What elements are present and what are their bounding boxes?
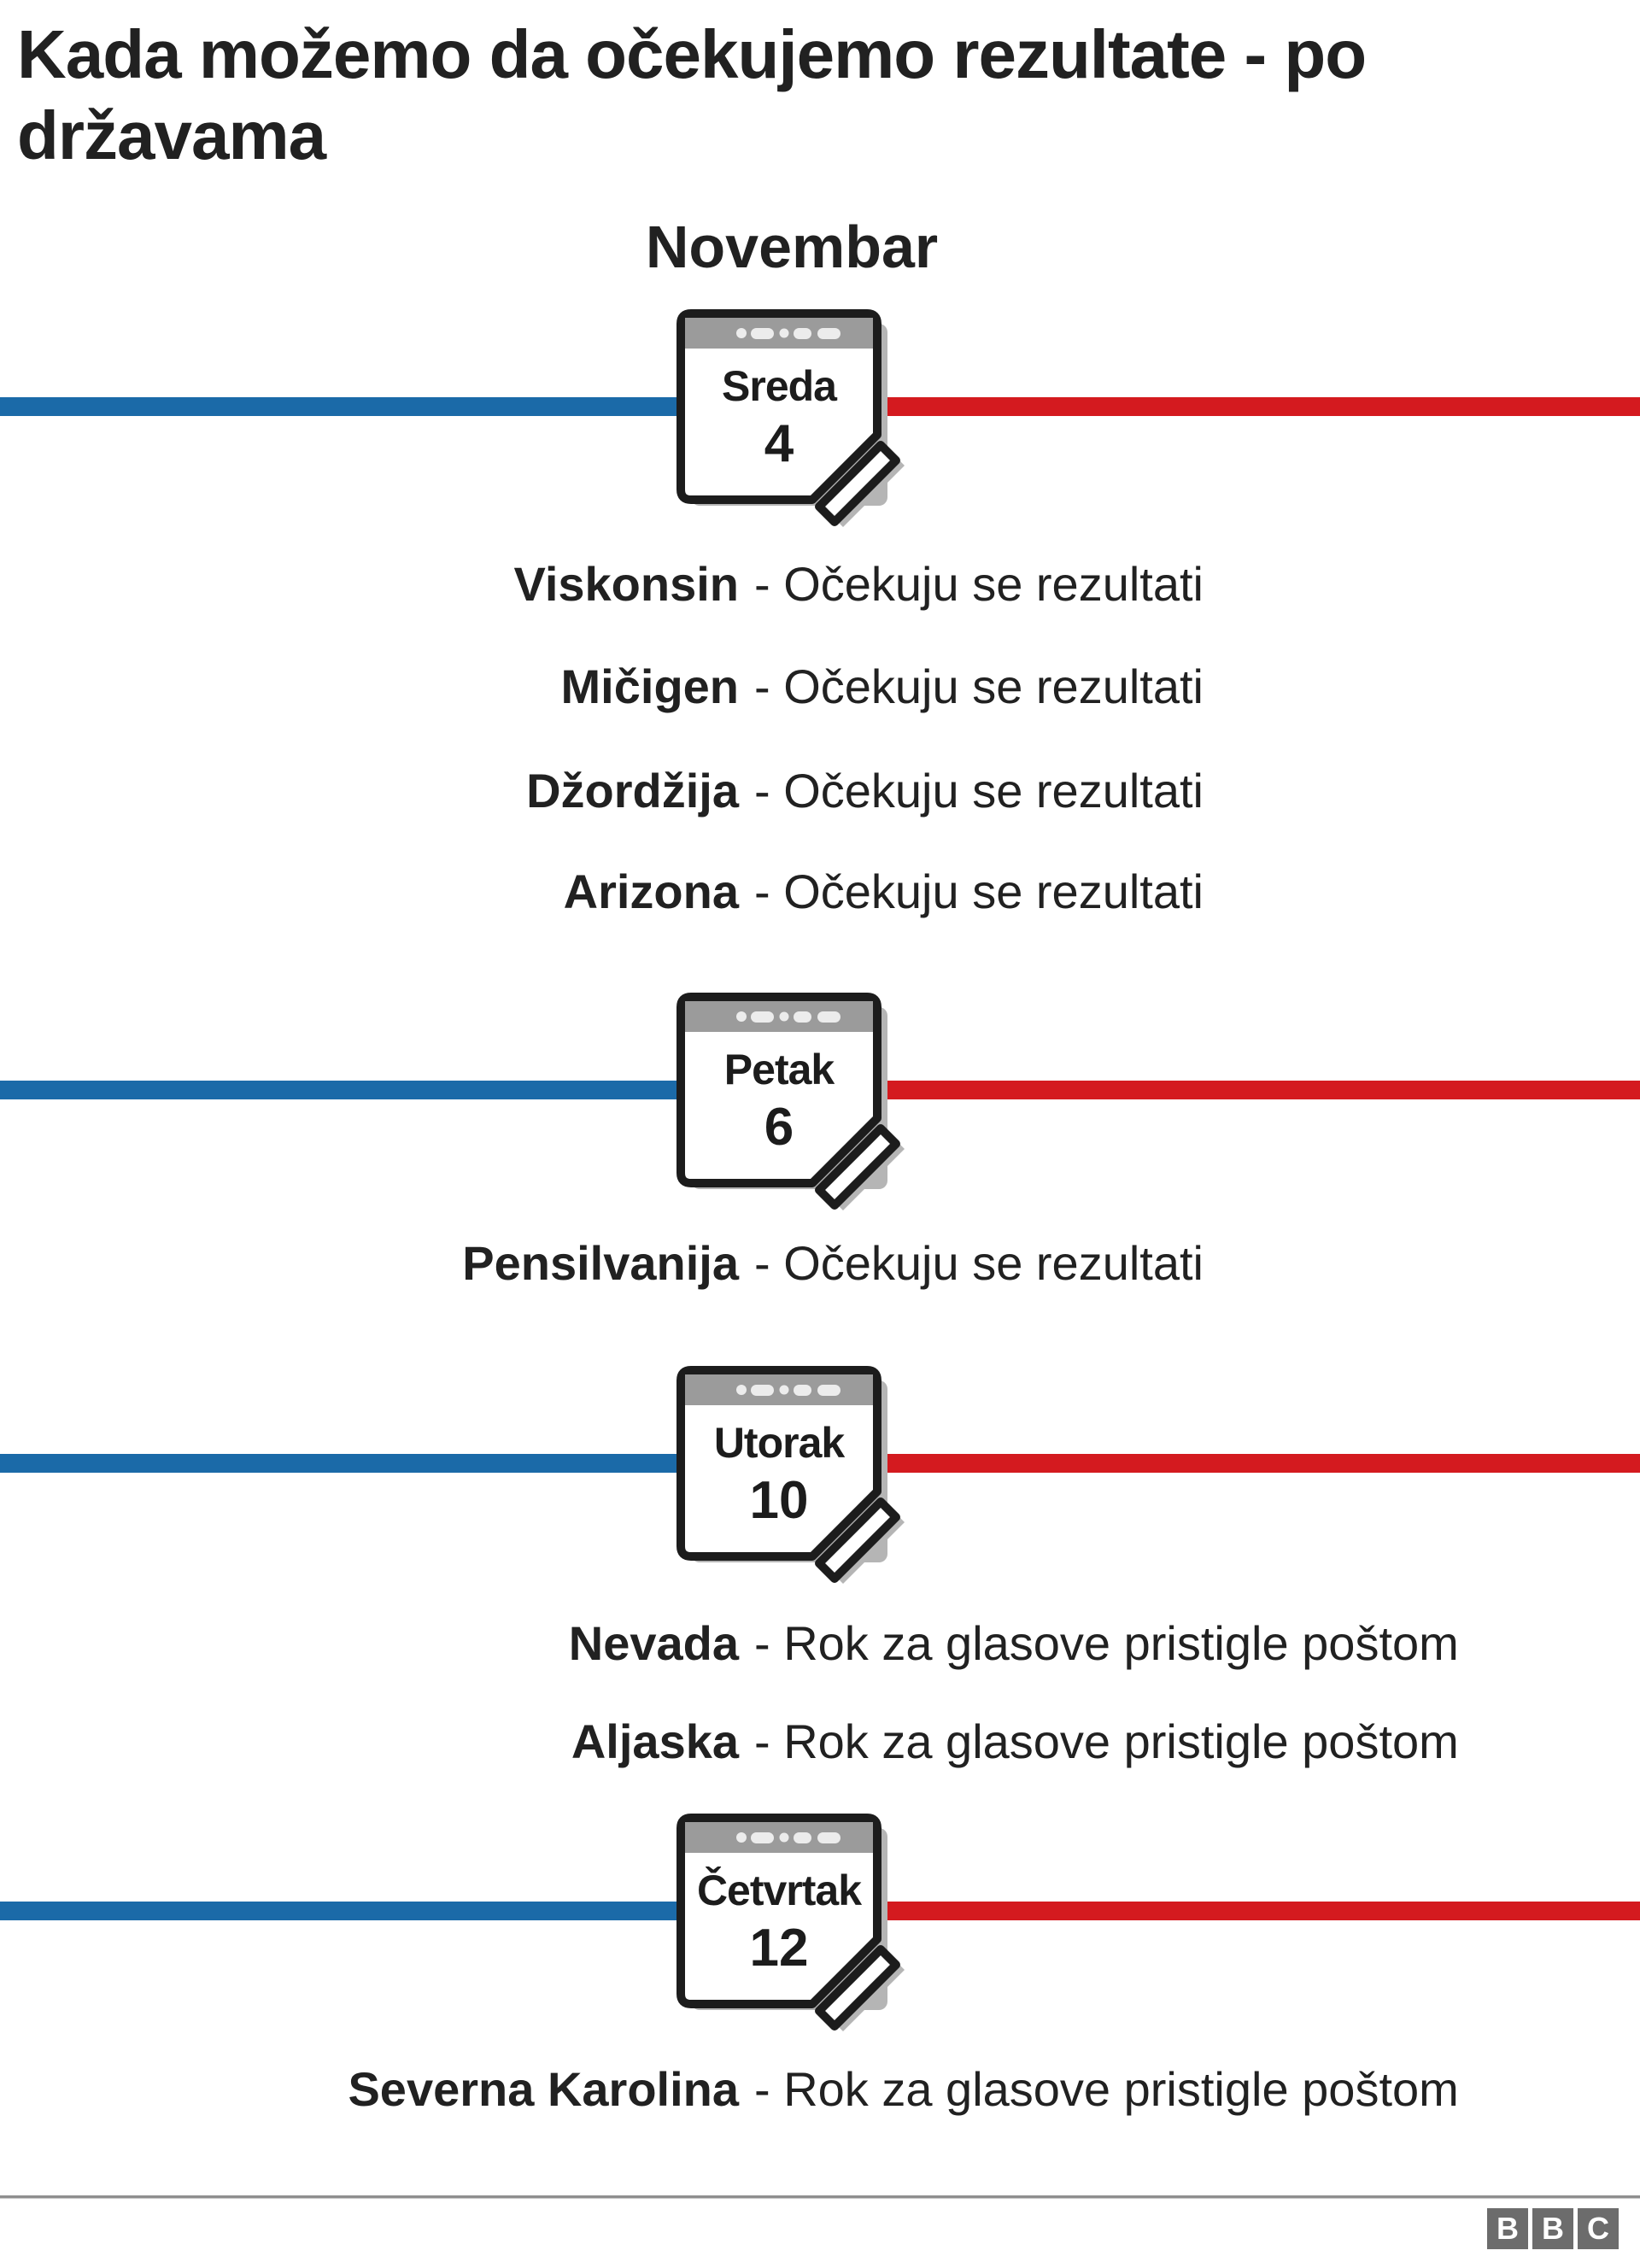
state-note: - Rok za glasove pristigle poštom <box>754 2062 1459 2116</box>
state-note: - Očekuju se rezultati <box>754 1236 1204 1290</box>
calendar-day-label: Utorak <box>713 1419 845 1467</box>
calendar-binding-dots <box>736 1385 840 1396</box>
state-name: Džordžija <box>526 764 739 818</box>
calendar-day-label: Petak <box>723 1046 835 1093</box>
state-name: Mičigen <box>560 659 739 713</box>
table-row: Nevada - Rok za glasove pristigle poštom <box>0 1617 1640 1670</box>
bbc-logo-square: C <box>1578 2208 1619 2249</box>
calendar-day-label: Četvrtak <box>696 1867 862 1914</box>
calendar-binding-dots <box>736 1011 840 1023</box>
timeline-red-bar <box>779 1454 1640 1473</box>
state-name: Severna Karolina <box>348 2062 739 2116</box>
table-row: Severna Karolina - Rok za glasove pristi… <box>0 2063 1640 2116</box>
state-name: Arizona <box>563 864 739 918</box>
calendar-page <box>676 1814 882 2008</box>
calendar-fold-icon <box>815 1124 900 1210</box>
calendar-header-bar <box>685 1822 873 1853</box>
calendar-svg <box>676 993 905 1210</box>
calendar-header-bar <box>685 1001 873 1032</box>
calendar-fold-icon <box>815 1945 900 2031</box>
timeline-blue-bar <box>0 1081 779 1099</box>
state-note: - Rok za glasove pristigle poštom <box>754 1714 1459 1768</box>
page-title: Kada možemo da očekujemo rezultate - po … <box>17 16 1367 173</box>
calendar-fold-icon <box>815 441 900 526</box>
table-row: Džordžija - Očekuju se rezultati <box>0 765 1640 818</box>
calendar-date-number: 4 <box>764 414 794 473</box>
calendar-page <box>676 993 882 1187</box>
footer-divider <box>0 2195 1640 2199</box>
table-row: Aljaska - Rok za glasove pristigle pošto… <box>0 1715 1640 1768</box>
calendar-binding-dots <box>736 328 840 339</box>
state-name: Nevada <box>568 1616 739 1670</box>
calendar-day-label: Sreda <box>722 362 837 410</box>
state-note: - Očekuju se rezultati <box>754 659 1204 713</box>
timeline-red-bar <box>779 1902 1640 1920</box>
calendar-page <box>676 1366 882 1561</box>
calendar-page <box>676 309 882 504</box>
timeline-blue-bar <box>0 1454 779 1473</box>
calendar-date-number: 12 <box>749 1919 809 1978</box>
timeline-blue-bar <box>0 397 779 416</box>
calendar-date-number: 6 <box>764 1098 794 1157</box>
timeline-red-bar <box>779 1081 1640 1099</box>
bbc-logo-square: B <box>1532 2208 1573 2249</box>
state-note: - Rok za glasove pristigle poštom <box>754 1616 1459 1670</box>
bbc-logo-square: B <box>1487 2208 1528 2249</box>
table-row: Pensilvanija - Očekuju se rezultati <box>0 1237 1640 1290</box>
calendar-svg <box>676 309 905 527</box>
calendar-icon: Sreda 4 <box>671 302 910 541</box>
timeline-blue-bar <box>0 1902 779 1920</box>
calendar-icon: Petak 6 <box>671 985 910 1224</box>
state-note: - Očekuju se rezultati <box>754 557 1204 611</box>
state-note: - Očekuju se rezultati <box>754 764 1204 818</box>
state-name: Aljaska <box>571 1714 739 1768</box>
table-row: Arizona - Očekuju se rezultati <box>0 865 1640 918</box>
calendar-svg <box>676 1814 905 2031</box>
timeline-red-bar <box>779 397 1640 416</box>
bbc-logo: B B C <box>1487 2208 1619 2249</box>
calendar-header-bar <box>685 318 873 349</box>
calendar-icon: Utorak 10 <box>671 1358 910 1597</box>
state-name: Viskonsin <box>513 557 739 611</box>
table-row: Viskonsin - Očekuju se rezultati <box>0 558 1640 611</box>
calendar-fold-icon <box>815 1497 900 1583</box>
calendar-svg <box>676 1366 905 1584</box>
state-name: Pensilvanija <box>462 1236 739 1290</box>
month-label: Novembar <box>645 214 939 280</box>
calendar-binding-dots <box>736 1832 840 1843</box>
calendar-header-bar <box>685 1374 873 1405</box>
state-note: - Očekuju se rezultati <box>754 864 1204 918</box>
calendar-date-number: 10 <box>749 1471 809 1530</box>
calendar-icon: Četvrtak 12 <box>671 1806 910 2045</box>
table-row: Mičigen - Očekuju se rezultati <box>0 660 1640 713</box>
